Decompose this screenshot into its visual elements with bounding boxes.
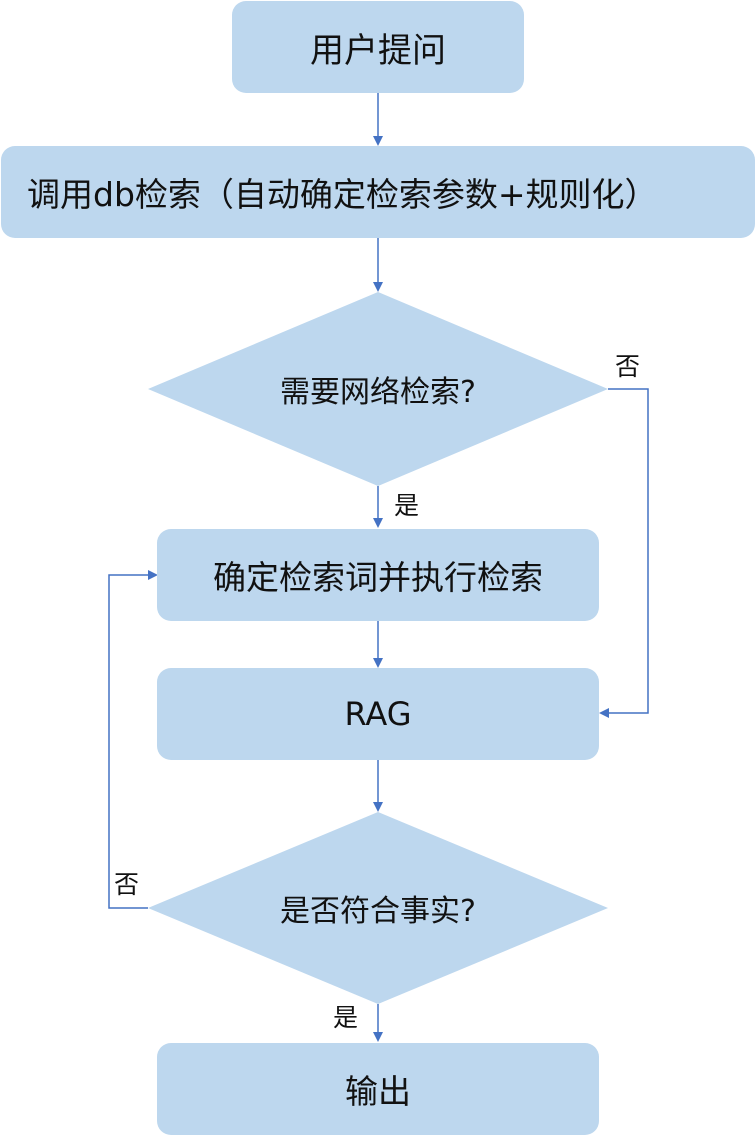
edge-label-web-yes: 是 (394, 491, 420, 520)
node-db-search: 调用db检索（自动确定检索参数+规则化） (1, 146, 755, 238)
arrow-web-no-to-rag (599, 388, 649, 718)
node-rag: RAG (157, 668, 599, 760)
edge-label-fact-yes: 是 (333, 1003, 359, 1032)
arrow-fact-no-to-terms (108, 570, 158, 909)
decision-fact-check-text: 是否符合事实? (280, 894, 476, 929)
edge-label-web-no: 否 (615, 352, 641, 381)
node-determine-terms: 确定检索词并执行检索 (157, 529, 599, 621)
node-user-question: 用户提问 (232, 1, 524, 93)
decision-web-search-label: 需要网络检索? (148, 360, 608, 418)
decision-fact-check-label: 是否符合事实? (148, 879, 608, 937)
edge-label-fact-no: 否 (114, 870, 140, 899)
node-db-search-label: 调用db检索（自动确定检索参数+规则化） (27, 175, 658, 214)
node-user-question-label: 用户提问 (310, 30, 446, 71)
node-output: 输出 (157, 1043, 599, 1135)
node-output-label: 输出 (345, 1072, 411, 1111)
decision-diamond-fact-check (148, 812, 608, 1004)
node-rag-label: RAG (344, 695, 412, 733)
node-determine-terms-label: 确定检索词并执行检索 (213, 558, 543, 597)
decision-web-search-text: 需要网络检索? (280, 375, 476, 410)
decision-diamond-web-search (148, 292, 608, 486)
